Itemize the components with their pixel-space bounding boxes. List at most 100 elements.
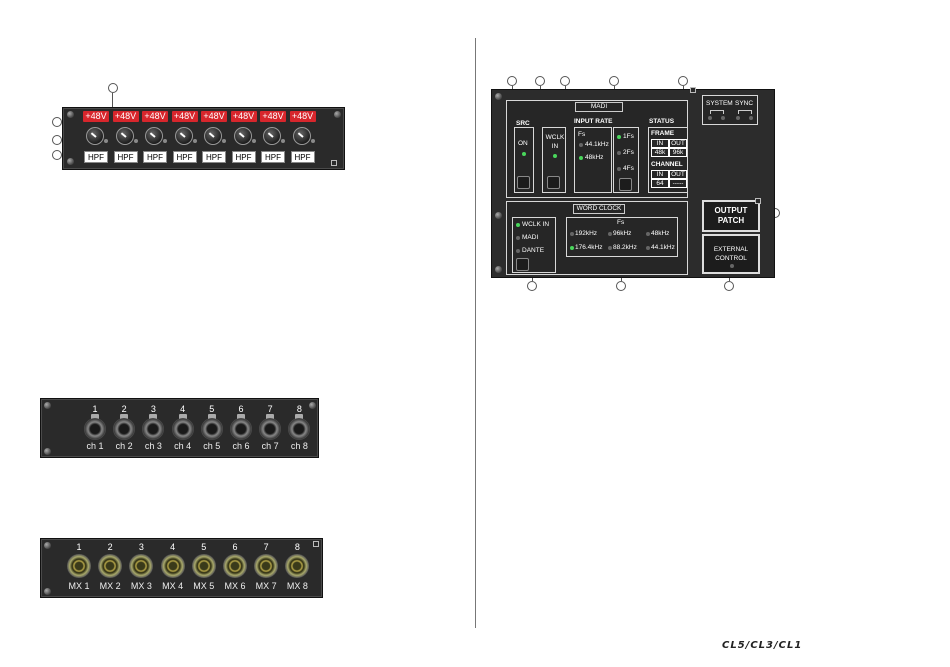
hpf-button[interactable]: HPF [202,151,226,163]
popup-corner-icon[interactable] [331,160,337,166]
fs-box: Fs 44.1kHz 48kHz [574,127,612,193]
xlr-input-connector[interactable] [113,418,136,440]
hpf-button[interactable]: HPF [84,151,108,163]
screw-icon [44,448,51,455]
popup-corner-icon[interactable] [755,198,761,204]
src-box: ON [514,127,534,193]
callout-circle [616,281,626,291]
xlr-output-connector[interactable] [223,554,247,578]
xlr-latch-icon [266,414,275,420]
phantom-48v-button[interactable]: +48V [260,111,286,122]
gain-knob[interactable] [174,127,193,145]
xlr-output-connector[interactable] [254,554,279,578]
status-header: STATUS [649,118,675,125]
mult-1fs: 1Fs [623,133,634,140]
signal-led-icon [192,139,197,143]
output-label: MX 6 [224,581,246,591]
ha-panel: +48V HPF +48V HPF +48V HPF +48V HPF +48V HPF +48V H… [62,107,345,170]
rate-44k: 44.1kHz [585,141,609,148]
wc-source-button[interactable] [516,258,529,271]
output-number: 4 [170,542,176,552]
wc-freq-192k: 192kHz [575,230,598,237]
input-label: ch 3 [144,441,162,451]
gain-knob[interactable] [233,127,252,145]
xlr-output-connector[interactable] [129,554,154,578]
ha-channel: +48V HPF [111,111,141,171]
channel-out-header: OUT [669,170,687,179]
gain-knob[interactable] [263,127,281,145]
wc-freq-44k: 44.1kHz [651,244,675,251]
xlr-input-connector[interactable] [288,418,311,440]
phantom-48v-button[interactable]: +48V [230,111,257,122]
input-number: 6 [238,404,244,414]
wc-src-madi: MADI [522,234,539,241]
hpf-button[interactable]: HPF [290,151,315,163]
xlr-input-connector[interactable] [200,418,223,440]
system-sync-box: SYSTEM SYNC [702,95,758,125]
madi-panel: MADI SRC ON WCLK IN INPUT RATE Fs 44.1kH… [491,87,775,278]
src-on-button[interactable] [517,176,530,189]
xlr-output-connector[interactable] [191,554,216,578]
signal-led-icon [251,139,256,143]
phantom-48v-button[interactable]: +48V [171,111,198,122]
wc-freq-led-icon [646,232,650,236]
callout-line [112,93,113,115]
external-control-button[interactable]: EXTERNAL CONTROL [702,234,760,274]
wc-freq-led-icon [570,246,574,250]
xlr-input-connector[interactable] [259,418,282,440]
input-label: ch 5 [203,441,221,451]
frame-label: FRAME [651,130,675,137]
gain-knob[interactable] [145,127,163,145]
phantom-48v-button[interactable]: +48V [142,111,168,122]
xlr-input-connector[interactable] [142,418,165,440]
wc-src-led-icon [516,223,520,227]
input-label: ch 8 [290,441,308,451]
callout-circle [609,76,619,86]
hpf-button[interactable]: HPF [113,151,138,163]
xlr-output-connector[interactable] [98,554,123,578]
madi-section: MADI SRC ON WCLK IN INPUT RATE Fs 44.1kH… [506,100,688,198]
popup-corner-icon[interactable] [313,541,319,547]
page-divider [475,38,476,628]
hpf-button[interactable]: HPF [261,151,285,163]
hpf-button[interactable]: HPF [143,151,167,163]
input-rate-button[interactable] [619,178,632,191]
input-rate-header: INPUT RATE [574,118,613,125]
output-number: 7 [263,542,269,552]
xlr-output-connector[interactable] [285,554,310,578]
xlr-input-connector[interactable] [84,418,106,440]
screw-icon [67,158,74,165]
xlr-output-connector[interactable] [67,554,91,578]
output-patch-button[interactable]: OUTPUT PATCH [702,200,760,232]
phantom-48v-button[interactable]: +48V [112,111,139,122]
gain-knob[interactable] [292,127,311,145]
channel-in-value: 64 [651,179,669,188]
wc-src-led-icon [516,236,520,240]
xlr-output-connector[interactable] [160,554,185,578]
gain-knob[interactable] [204,127,222,145]
xlr-latch-icon [295,414,304,420]
phantom-48v-button[interactable]: +48V [201,111,227,122]
xlr-input-connector[interactable] [171,418,194,440]
input-label: ch 4 [174,441,192,451]
gain-knob[interactable] [115,127,134,145]
bracket [738,110,752,114]
hpf-button[interactable]: HPF [172,151,197,163]
frame-in-header: IN [651,139,669,148]
xlr-input-connector[interactable] [230,418,252,440]
output-number: 2 [107,542,113,552]
wclk-in-button[interactable] [547,176,560,189]
popup-corner-icon[interactable] [690,87,696,93]
mult-led-icon [617,135,621,139]
rate-48k: 48kHz [585,154,604,161]
wc-fs-box: Fs 192kHz 96kHz 48kHz 176.4kHz 88.2kHz 4… [566,217,678,257]
screw-icon [44,402,51,409]
phantom-48v-button[interactable]: +48V [289,111,316,122]
gain-knob[interactable] [86,127,104,145]
hpf-button[interactable]: HPF [231,151,256,163]
signal-led-icon [222,139,226,143]
callout-circle [52,117,62,127]
phantom-48v-button[interactable]: +48V [83,111,109,122]
ha-channel: +48V HPF [288,111,318,171]
